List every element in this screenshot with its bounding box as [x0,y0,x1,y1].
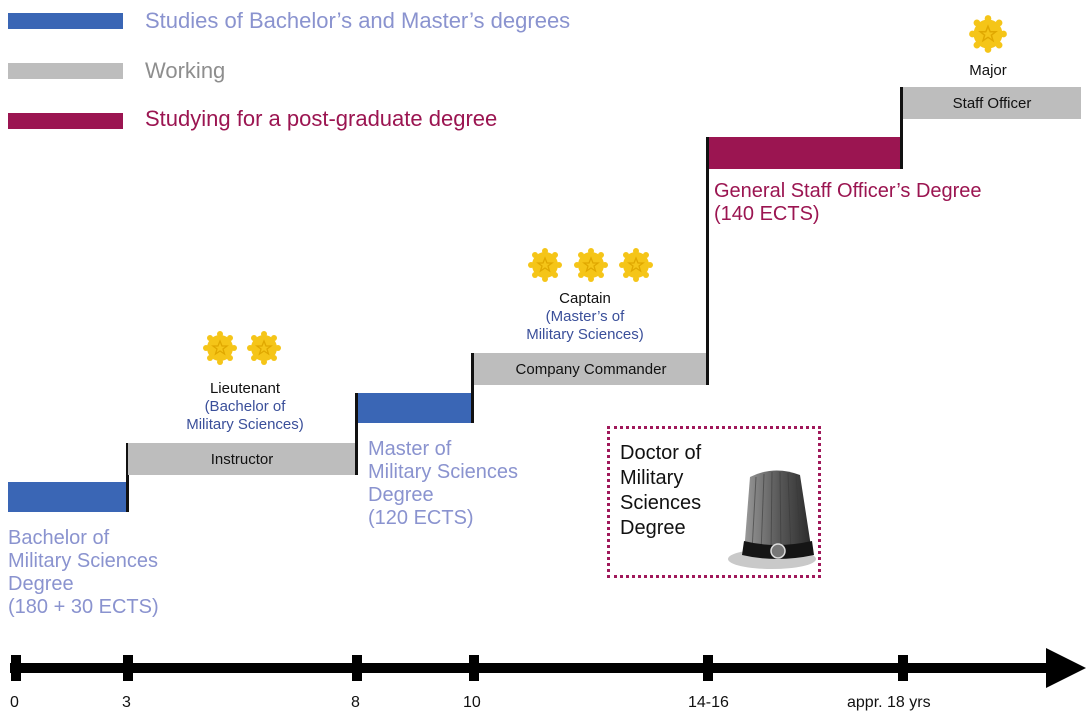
captain-rank: Captain (Master’s of Military Sciences) [500,290,670,344]
rank-star-icon [203,331,237,365]
general-staff-line-2: (140 ECTS) [714,203,820,225]
master-line-3: Degree [368,484,434,506]
timeline-axis [10,663,1052,673]
rank-star-icon [247,331,281,365]
timeline-tick [469,655,479,681]
master-degree-label: Master of Military Sciences Degree (120 … [368,438,518,530]
timeline-arrow-icon [1046,648,1086,688]
legend-swatch-working [8,63,123,79]
step-line-10 [471,353,474,423]
bar-company-commander: Company Commander [474,353,708,385]
doctor-degree-label: Doctor of Military Sciences Degree [620,441,701,541]
timeline-tick-label: 8 [351,694,360,711]
legend-swatch-postgrad [8,113,123,129]
bachelor-line-4: (180 + 30 ECTS) [8,596,159,618]
doctor-line-3: Sciences [620,492,702,514]
captain-title: Captain [559,290,611,307]
lieutenant-sub-1: (Bachelor of [204,398,286,415]
doctor-line-1: Doctor of [620,442,702,464]
rank-star-icon [528,248,562,282]
timeline-tick-label: 0 [10,694,19,711]
bar-general-staff-study [709,137,902,169]
timeline-tick [11,655,21,681]
timeline-tick [898,655,908,681]
master-line-1: Master of [368,438,452,460]
bar-instructor: Instructor [128,443,356,475]
bachelor-line-2: Military Sciences [8,550,159,572]
legend-label-studies: Studies of Bachelor’s and Master’s degre… [145,8,571,33]
master-line-2: Military Sciences [368,461,519,483]
lieutenant-rank: Lieutenant (Bachelor of Military Science… [160,380,330,434]
rank-star-icon [574,248,608,282]
doctor-line-4: Degree [620,517,686,539]
timeline-tick [703,655,713,681]
timeline-tick-label: 10 [463,694,481,711]
major-rank: Major [938,62,1038,80]
lieutenant-title: Lieutenant [209,380,281,397]
instructor-label: Instructor [210,450,274,468]
general-staff-line-1: General Staff Officer’s Degree [714,180,982,202]
legend-label-working: Working [145,58,226,83]
step-line-18 [900,87,903,169]
timeline-tick-label: appr. 18 yrs [847,694,931,711]
step-line-8 [355,393,358,475]
bachelor-line-1: Bachelor of [8,527,110,549]
legend-swatch-studies [8,13,123,29]
timeline-tick-label: 14-16 [688,694,729,711]
bachelor-line-3: Degree [8,573,74,595]
doctor-line-2: Military [620,467,684,489]
bar-staff-officer: Staff Officer [903,87,1081,119]
doctoral-hat-icon [728,470,816,569]
timeline-tick-label: 3 [122,694,131,711]
lieutenant-sub-2: Military Sciences) [186,416,304,433]
captain-sub-2: Military Sciences) [526,326,644,343]
legend-label-postgrad: Studying for a post-graduate degree [145,106,498,131]
captain-sub-1: (Master’s of [545,308,625,325]
rank-star-icon [969,15,1007,53]
step-line-3 [126,443,129,512]
rank-star-icon [619,248,653,282]
step-line-14 [706,137,709,385]
bar-master-study [358,393,473,423]
bachelor-degree-label: Bachelor of Military Sciences Degree (18… [8,527,159,619]
company-commander-label: Company Commander [515,360,667,378]
bar-bachelor-study [8,482,128,512]
timeline-tick [352,655,362,681]
major-title: Major [969,62,1007,79]
master-line-4: (120 ECTS) [368,507,474,529]
staff-officer-label: Staff Officer [952,94,1032,112]
timeline-tick [123,655,133,681]
general-staff-degree-label: General Staff Officer’s Degree (140 ECTS… [714,180,982,226]
doctor-degree-box: Doctor of Military Sciences Degree [607,426,821,578]
